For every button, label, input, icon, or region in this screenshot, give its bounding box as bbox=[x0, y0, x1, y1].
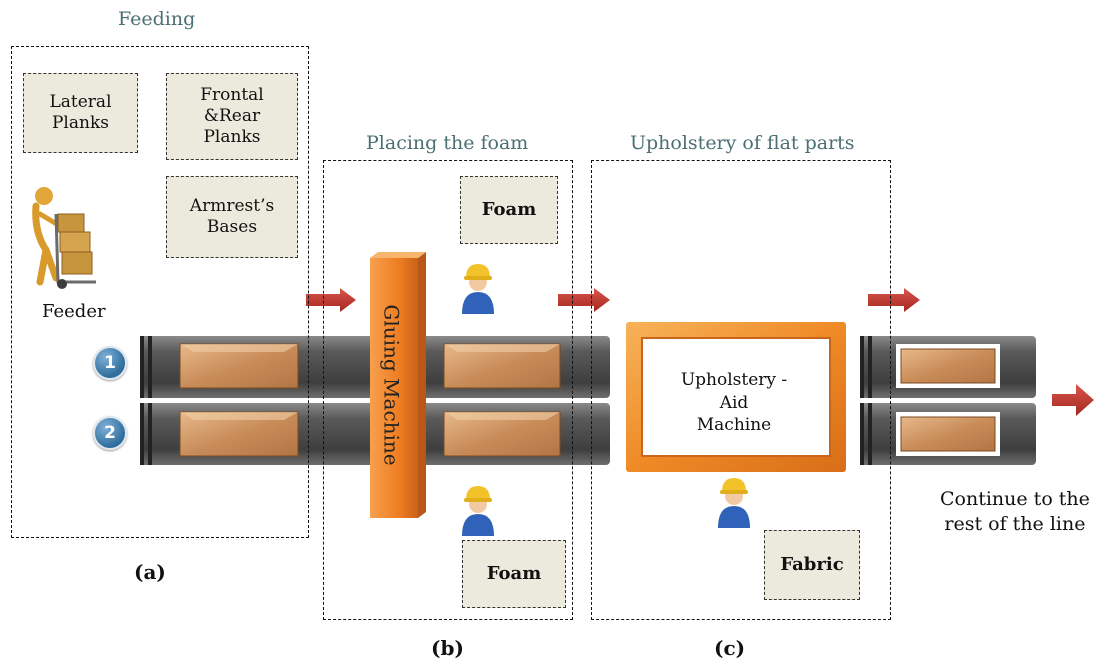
upholstery-machine-label: Upholstery - Aid Machine bbox=[680, 369, 788, 436]
upholstery-title: Upholstery of flat parts bbox=[630, 132, 855, 154]
continue-text: Continue to the rest of the line bbox=[940, 488, 1090, 535]
line-1-badge: 1 bbox=[93, 346, 127, 380]
arrow-right-icon bbox=[1052, 384, 1094, 416]
gluing-machine: Gluing Machine bbox=[366, 250, 418, 520]
placing-foam-title: Placing the foam bbox=[366, 132, 529, 154]
figure-label-a: (a) bbox=[134, 560, 166, 584]
lateral-planks-box: Lateral Planks bbox=[23, 73, 138, 153]
figure-label-b: (b) bbox=[431, 636, 464, 660]
foam-top-box: Foam bbox=[460, 176, 558, 244]
wood-plank-icon bbox=[896, 344, 1000, 388]
line-2-badge: 2 bbox=[93, 416, 127, 450]
feeder-figure-icon bbox=[32, 187, 96, 289]
feeding-section-box bbox=[11, 46, 309, 538]
arrow-right-icon bbox=[558, 288, 610, 312]
frontal-rear-planks-box: Frontal &Rear Planks bbox=[166, 73, 298, 160]
figure-label-c: (c) bbox=[714, 636, 746, 660]
upholstery-machine-frame bbox=[626, 322, 846, 472]
gluing-machine-label: Gluing Machine bbox=[380, 304, 405, 466]
placing-foam-section-box bbox=[323, 160, 573, 620]
arrow-right-icon bbox=[868, 288, 920, 312]
wood-plank-icon bbox=[896, 412, 1000, 456]
upholstery-section-box bbox=[591, 160, 891, 620]
wood-plank-icon bbox=[179, 343, 299, 389]
worker-icon bbox=[462, 486, 494, 536]
feeder-label: Feeder bbox=[42, 301, 106, 322]
feeding-title: Feeding bbox=[118, 8, 196, 30]
gluing-machine-shape bbox=[370, 252, 426, 518]
armrest-bases-box: Armrest’s Bases bbox=[166, 176, 298, 258]
arrow-right-icon bbox=[306, 288, 356, 312]
worker-icon bbox=[462, 264, 494, 314]
wood-plank-icon bbox=[443, 343, 561, 389]
worker-icon bbox=[718, 478, 750, 528]
fabric-box: Fabric bbox=[764, 530, 860, 600]
foam-bottom-box: Foam bbox=[462, 540, 566, 608]
wood-plank-icon bbox=[179, 411, 299, 457]
wood-plank-icon bbox=[443, 411, 561, 457]
